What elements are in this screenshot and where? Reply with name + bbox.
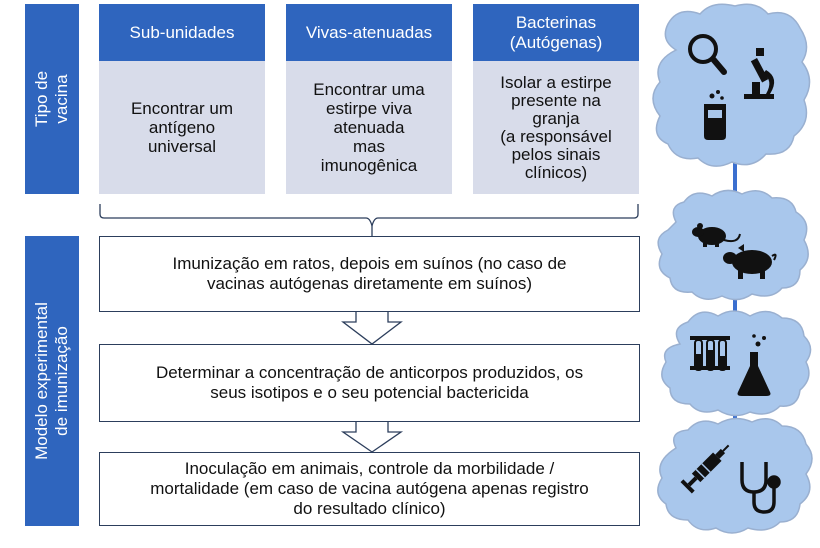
column-live-attenuated-line-5: imunogênica (320, 156, 418, 175)
column-live-attenuated-line-2: estirpe viva (326, 99, 412, 118)
column-bacterins-line-6: clínicos) (524, 162, 588, 182)
beaker-icon (704, 90, 726, 140)
cloud-animals (657, 189, 809, 301)
column-bacterins-line-5: pelos sinais (511, 144, 601, 164)
step-inoculation-line-2: mortalidade (em caso de vacina autógena … (150, 479, 589, 498)
magnifier-icon (688, 34, 727, 75)
column-live-attenuated-body: Encontrar uma estirpe viva atenuada mas … (286, 61, 452, 194)
step-inoculation: Inoculação em animais, controle da morbi… (99, 452, 640, 526)
column-subunits-header: Sub-unidades (99, 4, 265, 61)
column-live-attenuated-line-4: mas (352, 137, 386, 156)
flow-arrow-2 (340, 422, 404, 453)
column-bacterins-line-2: presente na (511, 90, 601, 110)
cloud-clinical (657, 417, 813, 534)
column-bacterins-header-line-1: Bacterinas (515, 12, 597, 32)
column-subunits-line-3: universal (147, 137, 217, 156)
test-tubes-icon (690, 336, 730, 371)
stethoscope-icon (740, 462, 781, 514)
column-bacterins-header: Bacterinas (Autógenas) (473, 4, 639, 61)
step-inoculation-line-1: Inoculação em animais, controle da morbi… (184, 459, 555, 478)
pig-icon (723, 244, 777, 279)
step-immunization-line-1: Imunização em ratos, depois em suínos (n… (172, 254, 567, 273)
vaccine-type-label: Tipo de vacina (25, 4, 79, 194)
column-live-attenuated-header: Vivas-atenuadas (286, 4, 452, 61)
cloud-research (652, 3, 811, 167)
column-bacterins-line-1: Isolar a estirpe (500, 72, 612, 92)
step-inoculation-line-3: do resultado clínico) (293, 499, 446, 518)
microscope-icon (744, 48, 775, 99)
step-antibody-concentration: Determinar a concentração de anticorpos … (99, 344, 640, 422)
step-immunization-line-2: vacinas autógenas diretamente em suínos) (206, 274, 533, 293)
column-subunits-line-2: antígeno (148, 118, 216, 137)
column-bacterins-body: Isolar a estirpe presente na granja (a r… (473, 61, 639, 194)
flow-arrow-1 (341, 312, 403, 345)
syringe-icon (680, 444, 730, 494)
step-immunization: Imunização em ratos, depois em suínos (n… (99, 236, 640, 312)
column-bacterins-line-3: granja (532, 108, 580, 128)
experimental-model-label: Modelo experimental de imunização (25, 236, 79, 526)
rat-icon (692, 223, 741, 247)
column-bacterins-line-4: (a responsável (500, 126, 612, 146)
flask-icon (737, 334, 771, 396)
step-antibody-concentration-line-1: Determinar a concentração de anticorpos … (155, 363, 584, 382)
column-subunits-header-text: Sub-unidades (129, 22, 235, 42)
column-live-attenuated-line-1: Encontrar uma (313, 80, 425, 99)
cloud-lab (661, 310, 812, 417)
column-live-attenuated-header-text: Vivas-atenuadas (305, 22, 433, 42)
column-brace (99, 204, 639, 227)
step-antibody-concentration-line-2: seus isotipos e o seu potencial bacteric… (210, 383, 529, 402)
column-live-attenuated-line-3: atenuada (333, 118, 405, 137)
column-subunits-body: Encontrar um antígeno universal (99, 61, 265, 194)
column-bacterins-header-line-2: (Autógenas) (509, 32, 603, 52)
column-subunits-line-1: Encontrar um (130, 99, 234, 118)
